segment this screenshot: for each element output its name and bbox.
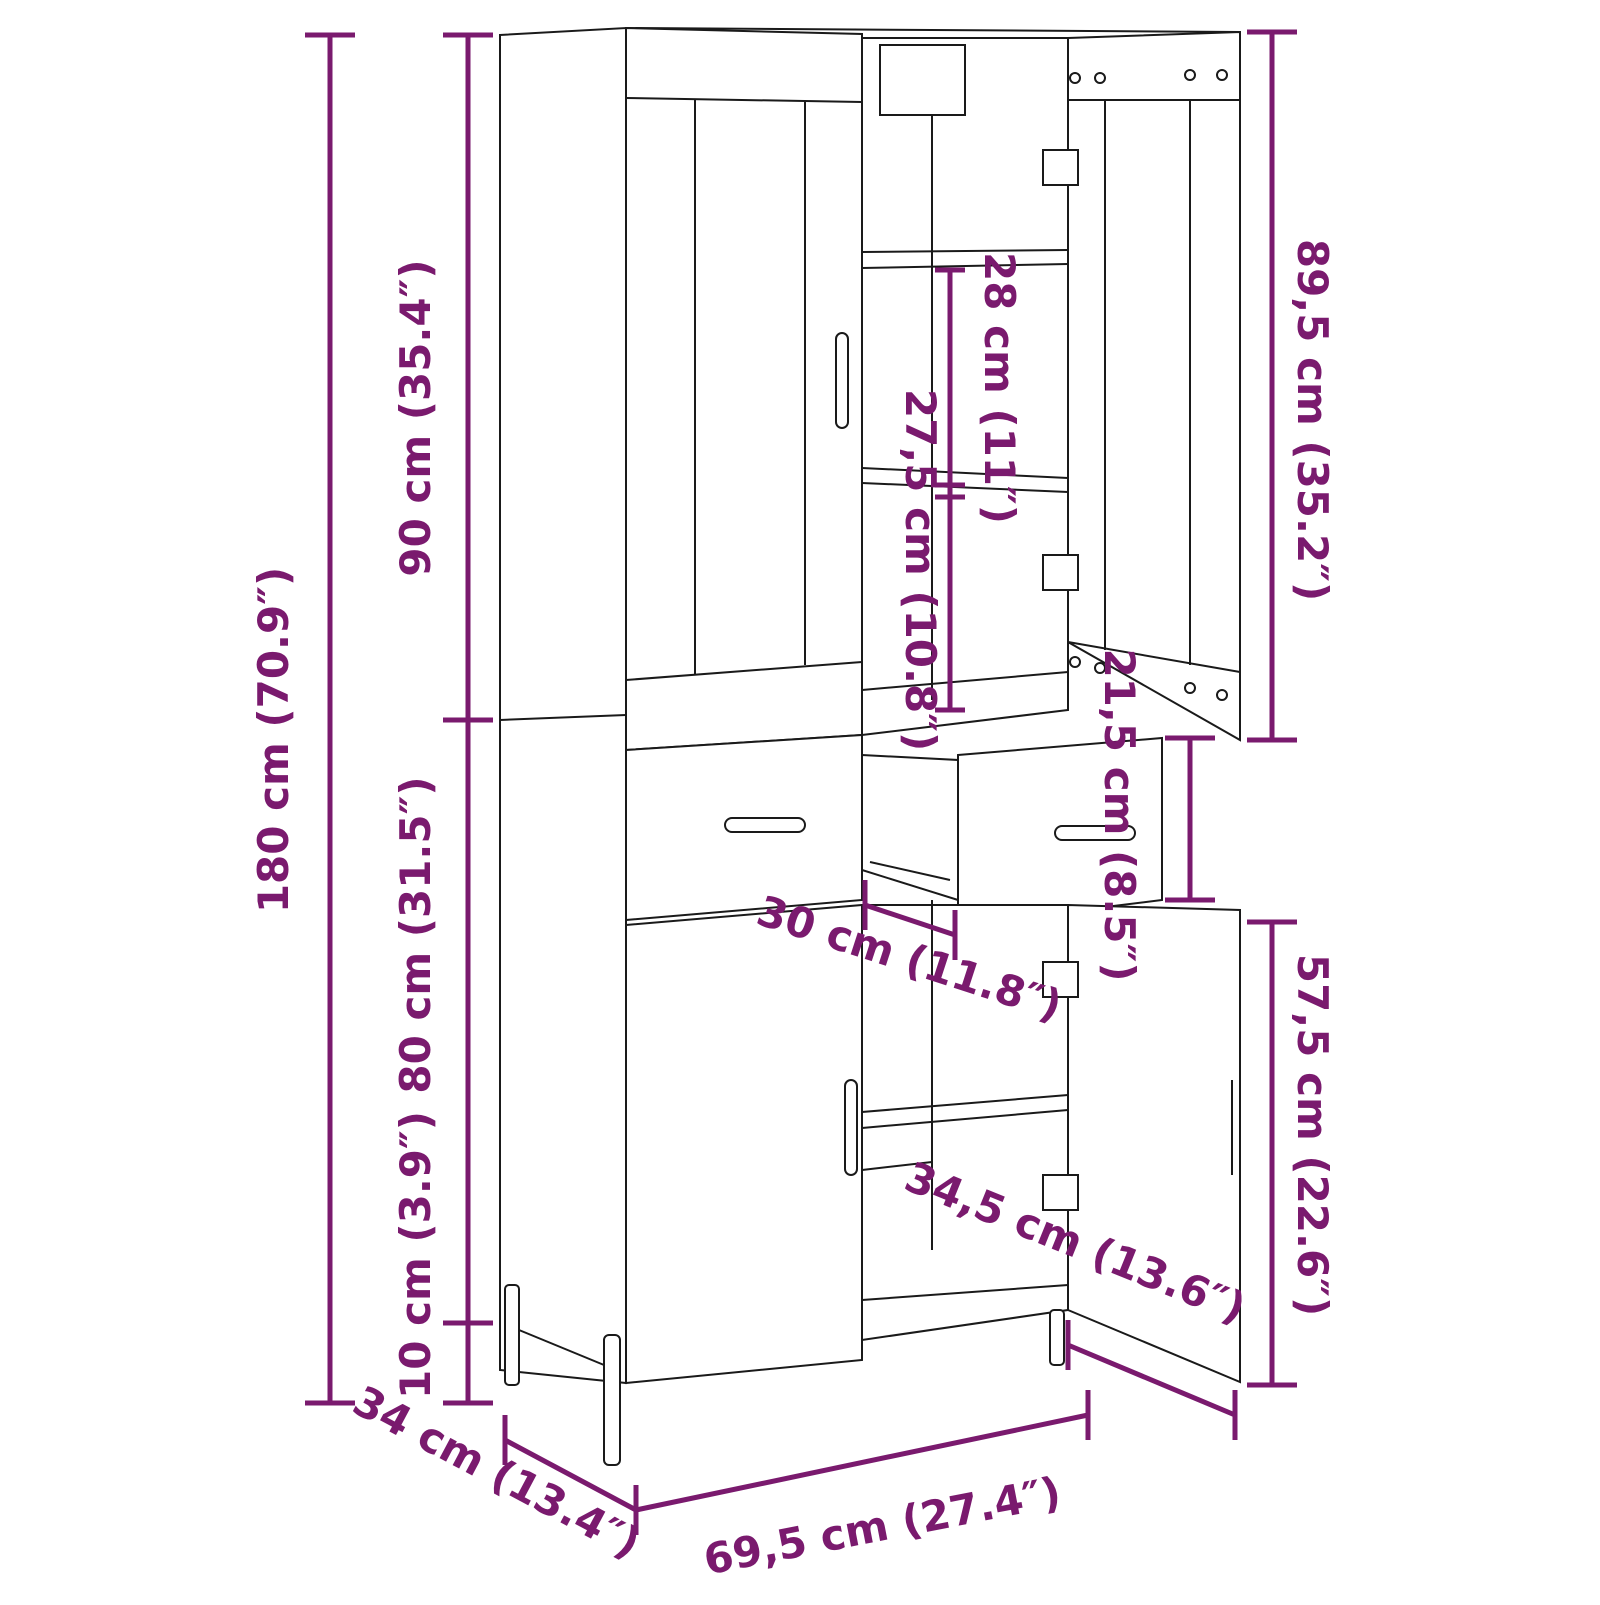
open-drawer-handle bbox=[1054, 825, 1136, 841]
upper-right-door-open bbox=[1067, 30, 1241, 742]
label-lower-door-height: 57,5 cm (22.6″) bbox=[1288, 954, 1337, 1316]
label-drawer-height: 21,5 cm (8.5″) bbox=[1095, 648, 1144, 981]
dimline-width bbox=[635, 1390, 1091, 1513]
label-leg-height: 10 cm (3.9″) bbox=[391, 1111, 440, 1399]
label-shelf-bottom-gap: 27,5 cm (10.8″) bbox=[896, 389, 945, 751]
dimline-section-heights bbox=[443, 32, 493, 1406]
dimline-total-height bbox=[305, 32, 355, 1406]
upper-left-door bbox=[625, 26, 863, 752]
cabinet-side-panel bbox=[499, 26, 627, 1385]
label-upper-door-height: 89,5 cm (35.2″) bbox=[1288, 239, 1337, 601]
leg-back-left bbox=[504, 1284, 520, 1386]
hinge-mount bbox=[879, 44, 966, 116]
dimline-inner-depth bbox=[1065, 1320, 1238, 1440]
label-total-height: 180 cm (70.9″) bbox=[249, 567, 298, 913]
lower-hinge-icon bbox=[1042, 961, 1079, 998]
lower-door-handle bbox=[844, 1079, 858, 1176]
upper-door-handle bbox=[835, 332, 849, 429]
label-lower-height: 80 cm (31.5″) bbox=[391, 776, 440, 1093]
dimline-shelf-gaps bbox=[935, 267, 965, 713]
dimension-lines bbox=[305, 29, 1297, 1535]
drawer-handle bbox=[724, 817, 806, 833]
leg-front-left bbox=[603, 1334, 621, 1466]
dimline-drawer-height bbox=[1165, 735, 1215, 903]
dimline-lower-door bbox=[1247, 919, 1297, 1388]
upper-interior bbox=[861, 37, 1069, 737]
lower-hinge-icon-2 bbox=[1042, 1174, 1079, 1211]
upper-hinge-icon bbox=[1042, 149, 1079, 186]
lower-left-door bbox=[625, 903, 863, 1385]
label-depth: 34 cm (13.4″) bbox=[345, 1376, 648, 1568]
upper-hinge-icon-2 bbox=[1042, 554, 1079, 591]
cabinet-line-art bbox=[499, 26, 1241, 1466]
dimline-upper-door bbox=[1247, 29, 1297, 743]
label-shelf-top-gap: 28 cm (11″) bbox=[975, 252, 1024, 524]
leg-front-right bbox=[1049, 1309, 1065, 1366]
dimline-drawer-depth bbox=[862, 880, 958, 960]
label-upper-height: 90 cm (35.4″) bbox=[391, 259, 440, 576]
